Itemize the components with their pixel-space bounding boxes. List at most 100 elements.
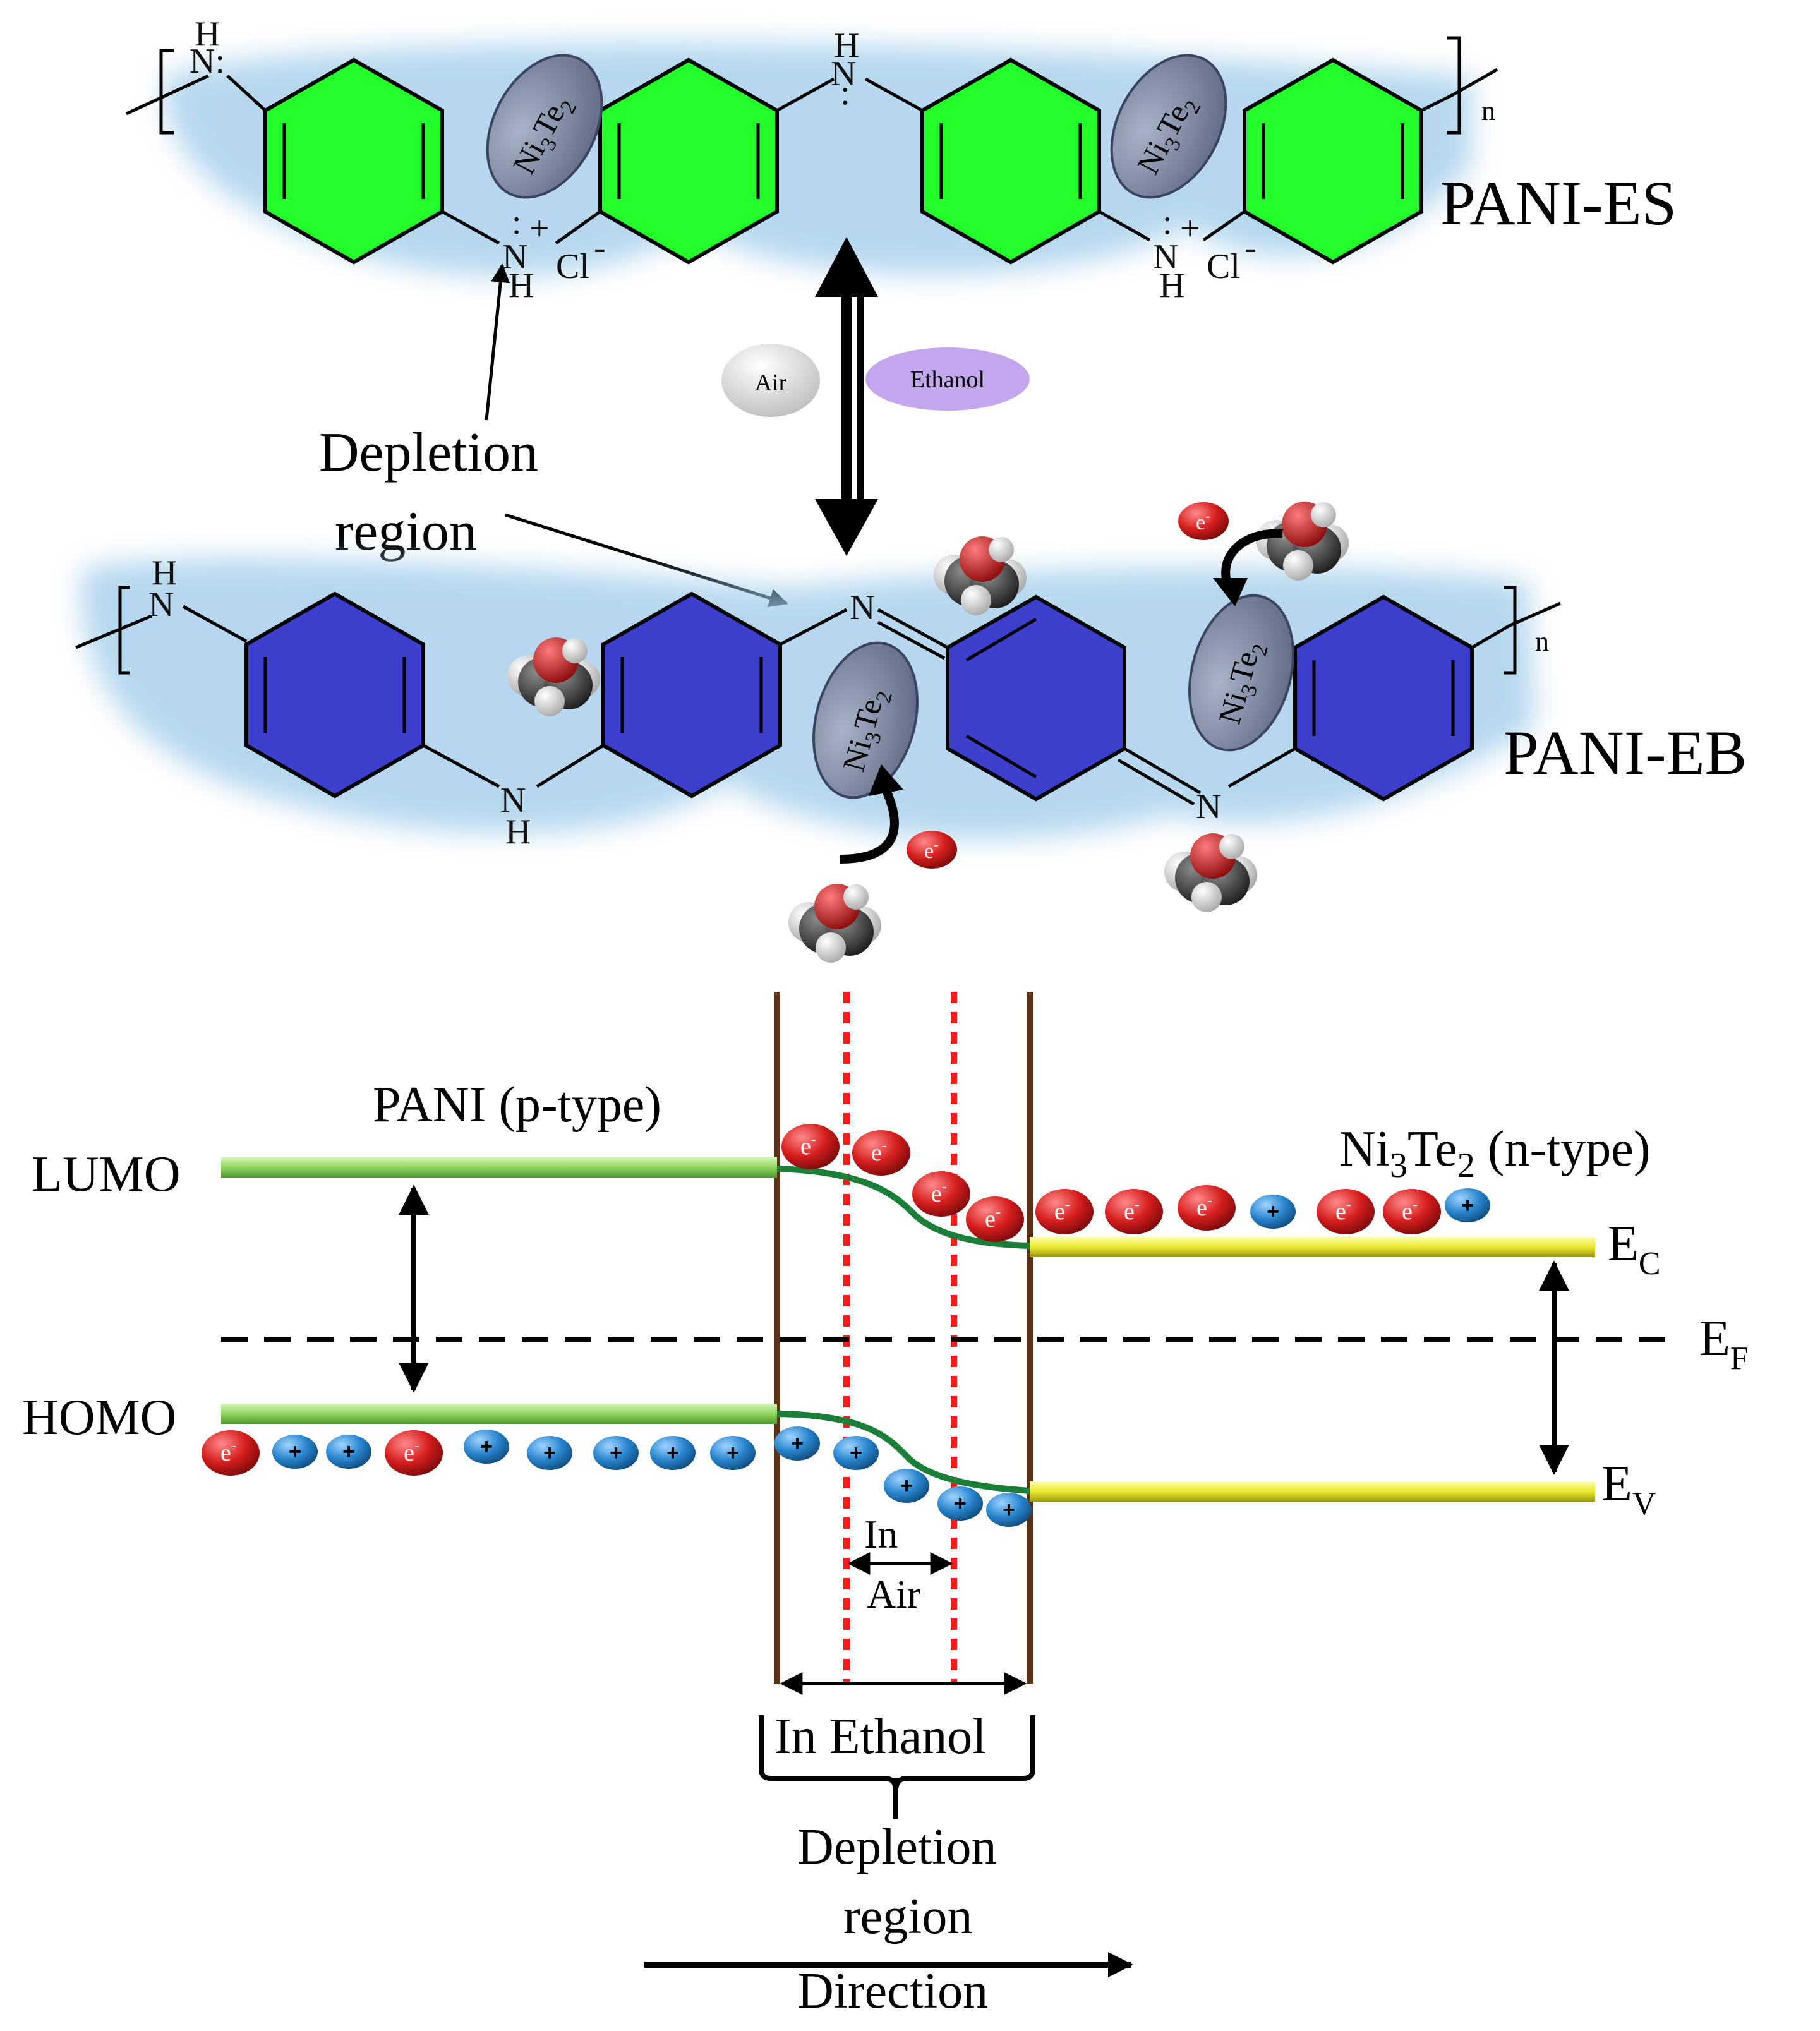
electron: e- (852, 1130, 910, 1176)
air-bubble-label: Air (755, 370, 787, 396)
reversible-transition: Air Ethanol (721, 237, 1030, 556)
pani-eb-h2: H (505, 812, 531, 852)
pani-es-terminal-bond (125, 74, 210, 116)
depletion-brace (759, 1715, 1035, 1804)
svg-text:e-: e- (1196, 1193, 1212, 1221)
hole: + (1250, 1195, 1296, 1229)
hole: + (527, 1436, 572, 1470)
ef-label: EF (1699, 1311, 1749, 1377)
band-diagram: LUMO HOMO PANI (p-type) Ni3Te2 (n-type) … (22, 992, 1749, 2019)
pani-eb-bracket-right (1504, 586, 1517, 675)
svg-text:+: + (1003, 1498, 1015, 1522)
svg-text:e-: e- (871, 1138, 887, 1166)
svg-text:e-: e- (924, 836, 938, 863)
pani-es-terminal-bond-right (1452, 68, 1498, 97)
pani-es-n3-lone-pair: : (840, 73, 850, 112)
pani-homo-band (221, 1404, 777, 1424)
hole: + (884, 1469, 929, 1503)
svg-text:+: + (791, 1431, 804, 1455)
pani-eb-glow (81, 558, 1535, 840)
ni3te2-particle-es-2: Ni3Te2 (1110, 54, 1227, 199)
ethanol-molecule (507, 637, 600, 716)
svg-text:+: + (850, 1441, 862, 1465)
svg-text:+: + (289, 1440, 301, 1464)
pani-es-n4-plus: + (1180, 209, 1200, 248)
ethanol-bubble (865, 347, 1030, 411)
hole: + (650, 1436, 696, 1470)
pani-eb-ring-3-quinoid (946, 594, 1126, 802)
ethanol-molecule (788, 884, 881, 963)
hole: + (710, 1436, 756, 1470)
pani-es-structure: n N: H N : + H Cl - H N : (125, 15, 1677, 305)
electron: e- (1035, 1189, 1094, 1234)
free-electron-2: e- (907, 831, 957, 869)
pani-eb-bracket-left (118, 586, 130, 675)
electron: e- (912, 1171, 970, 1217)
pani-es-label: PANI-ES (1440, 168, 1677, 238)
charge-carriers: e-e-e-e-e-e-e-e-e-e-e-++++++++++++++ (202, 1124, 1490, 1527)
pani-eb-structure: H N N H N N (75, 553, 1747, 852)
electron: e- (1178, 1185, 1236, 1231)
depletion-region-callout: Depletion region (319, 263, 788, 608)
hole: + (326, 1435, 371, 1469)
svg-text:e-: e- (1054, 1196, 1070, 1225)
hole: + (937, 1486, 983, 1521)
pani-eb-label: PANI-EB (1504, 718, 1747, 788)
pani-eb-n1: N (148, 585, 174, 624)
electron-donation: e- e- (840, 502, 1283, 869)
hole: + (986, 1493, 1032, 1527)
svg-text:+: + (666, 1441, 679, 1465)
pani-es-h2: H (509, 266, 534, 305)
ethanol-bubble-label: Ethanol (910, 366, 985, 393)
ni3te2-conduction-band (1030, 1237, 1595, 1257)
band-bend-lumo (776, 1166, 1030, 1249)
electron: e- (966, 1196, 1024, 1242)
depletion-callout-line2: region (335, 501, 477, 562)
in-air-line1: In (864, 1512, 898, 1557)
pani-es-cl1-charge: - (594, 228, 606, 267)
pani-es-cl1: Cl (556, 247, 589, 286)
air-bubble (721, 344, 820, 417)
svg-text:e-: e- (931, 1179, 947, 1207)
homo-label: HOMO (22, 1390, 176, 1445)
svg-text:e-: e- (1124, 1196, 1140, 1225)
svg-text:+: + (543, 1441, 556, 1465)
electron: e- (1317, 1189, 1375, 1234)
ni3te2-particle-es-1: Ni3Te2 (486, 54, 603, 199)
electron: e- (1105, 1189, 1163, 1234)
depletion-region-line1: Depletion (797, 1819, 996, 1875)
pani-es-n4: N (1153, 238, 1178, 277)
hole: + (774, 1426, 820, 1461)
in-ethanol-label: In Ethanol (774, 1709, 986, 1764)
in-air-line2: Air (867, 1572, 920, 1617)
electron: e- (202, 1430, 260, 1476)
ni3te2-valence-band (1030, 1481, 1595, 1502)
lumo-label: LUMO (32, 1147, 181, 1202)
ni3te2-particle-eb-2: Ni3Te2 (1188, 594, 1294, 752)
svg-text:e-: e- (220, 1438, 236, 1466)
pani-eb-h1: H (152, 553, 177, 593)
svg-text:+: + (342, 1440, 355, 1464)
hole: + (833, 1436, 879, 1470)
hole: + (1445, 1188, 1490, 1222)
pani-eb-n4: N (1196, 787, 1221, 826)
donation-arrow-2 (840, 785, 899, 864)
svg-text:+: + (726, 1441, 739, 1465)
ni3te2-particle-eb-1: Ni3Te2 (812, 641, 919, 799)
pani-es-n2-plus: + (529, 209, 550, 248)
electron: e- (385, 1430, 443, 1476)
donation-arrow-1 (1221, 529, 1283, 589)
pani-type-label: PANI (p-type) (373, 1077, 661, 1133)
free-electron-1: e- (1178, 502, 1229, 540)
pani-eb-n3: N (850, 588, 875, 627)
depletion-region-line2: region (843, 1889, 972, 1944)
pani-es-n1: N: (190, 42, 225, 81)
pani-es-n2-lone-pair: : (512, 203, 522, 242)
svg-text:e-: e- (404, 1438, 419, 1466)
ni3te2-type-label: Ni3Te2 (n-type) (1339, 1121, 1650, 1185)
svg-text:+: + (1267, 1200, 1279, 1224)
depletion-arrow-es (485, 263, 510, 421)
svg-text:+: + (900, 1474, 913, 1498)
pani-es-repeat-n: n (1481, 95, 1495, 126)
pani-lumo-band (221, 1157, 777, 1178)
